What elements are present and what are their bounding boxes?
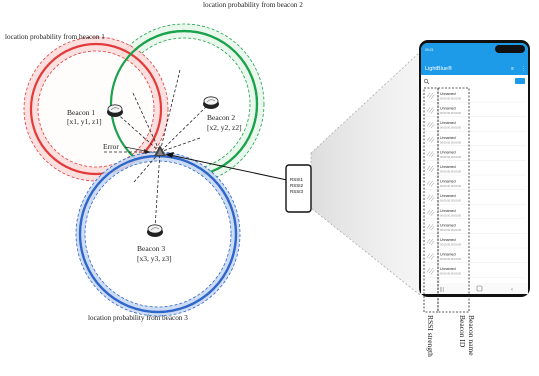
device-name: Unnamed <box>440 136 456 140</box>
rssi2-label: RSSI2 <box>290 183 304 188</box>
zoom-funnel <box>310 51 421 296</box>
device-id: 00:00:00:00:00:00 <box>440 184 461 188</box>
device-id: 00:00:00:00:00:00 <box>440 272 461 276</box>
app-title: LightBlue® <box>425 65 452 72</box>
device-name: Unnamed <box>440 223 456 227</box>
phone-marker-icon <box>154 145 166 156</box>
beacon3-name: Beacon 3 <box>137 244 165 253</box>
device-name: Unnamed <box>440 150 456 154</box>
rssi-lines <box>104 69 211 229</box>
signal-strength-icon <box>426 180 435 187</box>
device-id: 00:00:00:00:00:00 <box>440 111 461 115</box>
device-id: 00:00:00:00:00:00 <box>440 170 461 174</box>
beacon3-probability-label: location probability from beacon 3 <box>88 314 188 322</box>
signal-strength-icon <box>426 122 435 129</box>
device-name: Unnamed <box>440 180 456 184</box>
beacon2-name: Beacon 2 <box>207 113 235 122</box>
device-name: Unnamed <box>440 121 456 125</box>
home-icon[interactable] <box>476 285 483 292</box>
beacon-id-label: Beacon ID <box>458 315 467 348</box>
signal-strength-icon <box>426 253 435 260</box>
error-label: Error <box>103 142 119 151</box>
beacon1-probability-label: location probability from beacon 1 <box>5 33 105 41</box>
device-name: Unnamed <box>440 92 456 96</box>
device-name: Unnamed <box>440 165 456 169</box>
device-id: 00:00:00:00:00:00 <box>440 140 461 144</box>
filter-icon[interactable]: ≡ <box>511 66 514 72</box>
beacon3-coords: [x3, y3, z3] <box>137 254 172 263</box>
rssi-arrow <box>165 152 288 181</box>
device-name: Unnamed <box>440 209 456 213</box>
beacon2-coords: [x2, y2, z2] <box>207 123 242 132</box>
rssi-phone-box: RSSI1 RSSI2 RSSI3 <box>285 164 312 213</box>
beacon2-device-icon <box>203 96 219 109</box>
signal-strength-icon <box>426 92 435 100</box>
signal-strength-icon <box>426 136 435 143</box>
device-name: Unnamed <box>440 194 456 198</box>
device-id: 00:00:00:00:00:00 <box>440 199 461 203</box>
device-name: Unnamed <box>440 267 456 271</box>
back-icon[interactable]: ‹ <box>511 287 513 293</box>
signal-strength-icon <box>426 151 435 158</box>
error-marker <box>124 146 151 154</box>
signal-strength-icon <box>426 209 435 216</box>
device-name: Unnamed <box>440 238 456 242</box>
signal-strength-icon <box>426 165 435 173</box>
camera-notch <box>495 45 525 53</box>
status-time: 09:21 <box>425 48 434 52</box>
signal-strength-icon <box>426 224 435 231</box>
device-id: 00:00:00:00:00:00 <box>440 97 461 101</box>
recent-apps-icon[interactable]: ||| <box>440 287 444 293</box>
device-id: 00:00:00:00:00:00 <box>440 243 461 247</box>
signal-strength-icon <box>426 195 435 202</box>
signal-strength-icon <box>426 238 435 246</box>
beacon1-ring <box>23 36 169 182</box>
signal-strength-icon <box>426 107 435 114</box>
device-id: 00:00:00:00:00:00 <box>440 126 461 130</box>
device-id: 00:00:00:00:00:00 <box>440 155 461 159</box>
device-name: Unnamed <box>440 107 456 111</box>
device-id: 00:00:00:00:00:00 <box>440 257 461 261</box>
beacon1-name: Beacon 1 <box>67 108 95 117</box>
device-id: 00:00:00:00:00:00 <box>440 213 461 217</box>
device-list: Unnamed00:00:00:00:00:00Unnamed00:00:00:… <box>424 92 526 278</box>
beacon3-device-icon <box>147 224 163 237</box>
scan-button[interactable] <box>515 78 525 84</box>
device-id: 00:00:00:00:00:00 <box>440 228 461 232</box>
signal-strength-icon <box>426 268 435 275</box>
beacon2-probability-label: location probability from beacon 2 <box>203 1 303 9</box>
beacon-name-label: Beacon name <box>467 315 476 356</box>
phone-screenshot: 09:21 LightBlue® ≡ ⋮ Unnamed00:00:00:00:… <box>419 40 530 297</box>
beacon1-coords: [x1, y1, z1] <box>67 117 102 126</box>
beacon-column-highlight <box>437 87 470 313</box>
rssi-strength-label: RSSI strength <box>426 315 435 357</box>
search-icon[interactable] <box>423 78 430 85</box>
beacon1-device-icon <box>107 104 123 117</box>
device-name: Unnamed <box>440 253 456 257</box>
nav-bar <box>421 283 528 294</box>
more-icon[interactable]: ⋮ <box>521 66 526 72</box>
rssi3-label: RSSI3 <box>290 189 304 194</box>
rssi1-label: RSSI1 <box>290 177 304 182</box>
rssi-column-highlight <box>423 87 439 313</box>
